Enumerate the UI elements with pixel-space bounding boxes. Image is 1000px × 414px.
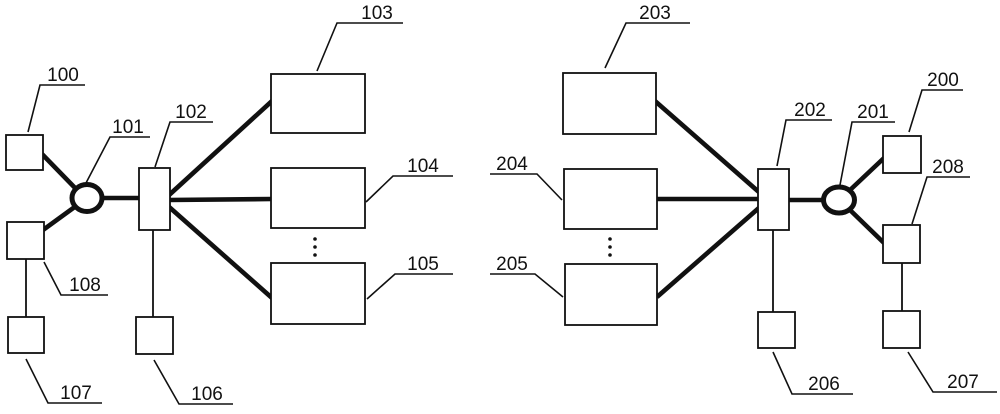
ref-label-204: 204 (496, 154, 528, 175)
link-100-101 (39, 151, 81, 194)
ellipsis-dots-right-2 (608, 253, 612, 257)
ref-label-106-leader-line (153, 359, 233, 405)
ref-label-207: 207 (947, 372, 979, 393)
ellipsis-dots-right-1 (608, 245, 612, 249)
hub-ellipse-201 (821, 184, 857, 216)
relay-box-102 (138, 167, 171, 231)
link-201-208 (848, 208, 886, 245)
relay-box-202 (757, 168, 790, 231)
ref-label-102: 102 (175, 102, 207, 123)
node-box-105 (270, 262, 366, 325)
ref-label-201: 201 (857, 102, 889, 123)
node-box-106 (135, 316, 174, 355)
ellipsis-dots-right-0 (608, 237, 612, 241)
ref-label-207-leader-line (907, 351, 997, 393)
ref-label-208-leader-line (911, 176, 970, 225)
ref-label-201-leader-line (839, 121, 895, 186)
ref-label-102-leader-line (154, 121, 213, 168)
ref-label-101: 101 (112, 117, 144, 138)
ref-label-202-leader-line (776, 119, 832, 167)
hub-ellipse-101 (69, 182, 105, 214)
ref-label-105-leader-line (366, 273, 453, 300)
ref-label-101-leader-line (85, 136, 150, 184)
ellipsis-dots-left-2 (313, 253, 317, 257)
ref-label-200: 200 (927, 70, 959, 91)
ref-label-106: 106 (191, 384, 223, 405)
ref-label-104: 104 (407, 156, 439, 177)
node-box-100 (5, 134, 44, 171)
ref-label-103-leader-line (316, 22, 403, 72)
node-box-108 (6, 221, 45, 260)
ref-label-205: 205 (496, 254, 528, 275)
link-102-105 (166, 204, 274, 300)
ref-label-202: 202 (794, 100, 826, 121)
ref-label-203: 203 (639, 3, 671, 24)
ref-label-105: 105 (407, 254, 439, 275)
node-box-103 (270, 73, 366, 134)
node-box-204 (563, 168, 658, 230)
link-102-104 (167, 196, 273, 203)
node-box-208 (882, 224, 921, 264)
ref-label-206: 206 (808, 374, 840, 395)
link-201-200 (847, 156, 886, 193)
ref-label-203-leader-line (604, 22, 690, 69)
node-box-107 (7, 316, 45, 354)
ellipsis-dots-left-1 (313, 245, 317, 249)
ref-label-100-leader-line (27, 84, 85, 133)
link-102-103 (166, 99, 274, 198)
ref-label-104-leader-line (365, 175, 453, 203)
node-box-207 (882, 310, 921, 349)
link-203-202 (653, 99, 762, 195)
ref-label-107-leader-line (25, 358, 102, 404)
link-205-202 (655, 205, 762, 299)
node-box-205 (564, 263, 658, 326)
node-box-203 (562, 72, 657, 135)
ref-label-204-leader-line (490, 173, 563, 201)
ref-label-108-leader-line (43, 261, 108, 296)
link-101-108 (41, 204, 78, 232)
node-box-206 (757, 311, 796, 349)
node-box-104 (270, 167, 366, 229)
ref-label-208: 208 (932, 157, 964, 178)
ref-label-206-leader-line (772, 351, 853, 395)
ref-label-100: 100 (47, 65, 79, 86)
node-box-200 (882, 135, 922, 174)
ref-label-107: 107 (60, 383, 92, 404)
ref-label-205-leader-line (490, 273, 564, 298)
ellipsis-dots-left-0 (313, 237, 317, 241)
ref-label-200-leader-line (908, 89, 963, 133)
ref-label-108: 108 (69, 275, 101, 296)
ref-label-103: 103 (361, 3, 393, 24)
